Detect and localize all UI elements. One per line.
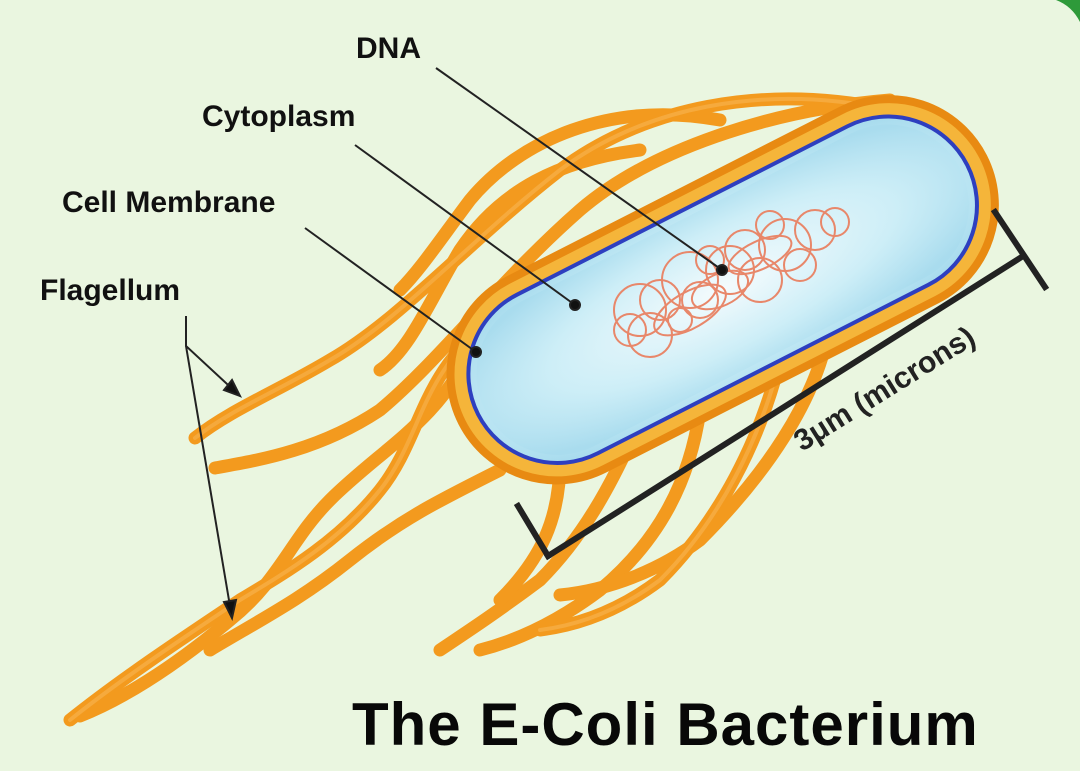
flagellum-7 [203,463,507,657]
flagellum-pointer-lower [185,345,233,619]
cell-membrane-label: Cell Membrane [62,186,276,219]
membrane-pointer [304,227,477,353]
cytoplasm-pointer [354,144,576,306]
dna-label: DNA [356,32,421,65]
flagellum-label: Flagellum [40,274,181,307]
corner-accent [1056,0,1080,22]
cytoplasm-label: Cytoplasm [202,100,356,133]
scale-bar [513,207,1050,561]
flagellum-arrow-lower [222,598,238,621]
cytoplasm [476,124,969,455]
diagram-title: The E-Coli Bacterium [352,691,979,758]
flagellum-8 [433,413,647,657]
cytoplasm-pointer-dot [569,299,581,311]
flagellum-4 [393,108,727,297]
bacterium-body [446,95,999,485]
flagellum-arrow-upper [222,378,243,398]
dna-pointer [435,67,723,271]
flagellum-3 [373,143,647,377]
membrane-pointer-dot [470,346,482,358]
dna-pointer-dot [716,264,728,276]
dna-tangle [613,207,850,358]
pointer-lines [185,67,728,621]
flagellum-11 [553,313,837,602]
